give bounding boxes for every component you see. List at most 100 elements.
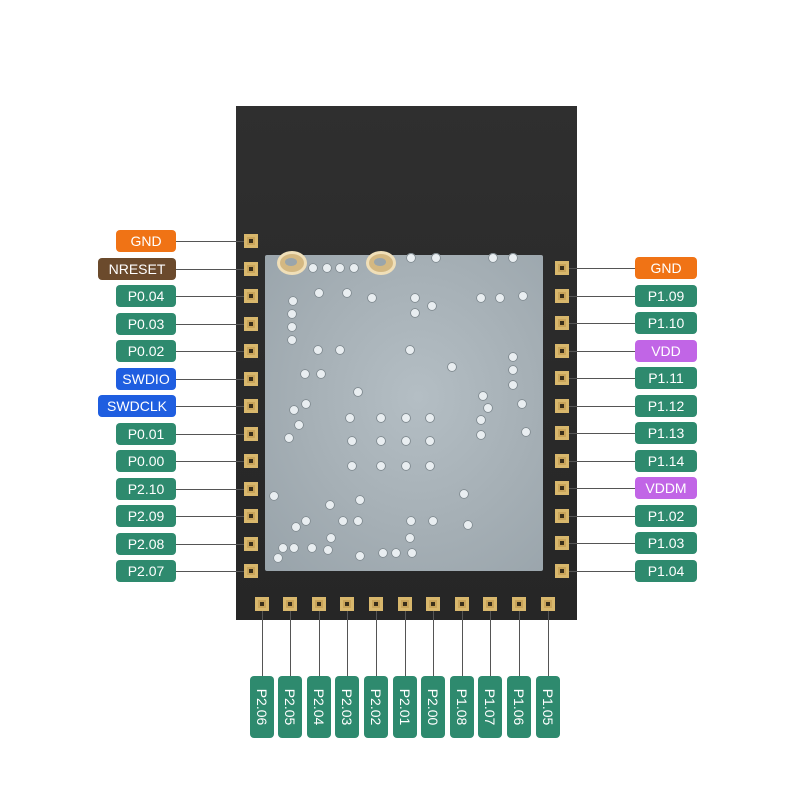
pin-label-right: P1.10 — [635, 312, 697, 334]
via — [406, 253, 416, 263]
via — [335, 345, 345, 355]
pin-label-left: GND — [116, 230, 176, 252]
pin-lead-bottom — [518, 611, 520, 676]
pin-lead-left — [176, 433, 244, 435]
pin-pad-left — [244, 564, 258, 578]
pin-pad-bottom — [311, 597, 326, 611]
pin-label-left: P2.10 — [116, 477, 176, 500]
pin-label-bottom-text: P1.05 — [539, 688, 556, 726]
via — [376, 413, 386, 423]
via — [463, 520, 473, 530]
via — [342, 288, 352, 298]
pin-pad-left — [244, 509, 258, 523]
pin-label-bottom-text: P2.01 — [396, 688, 413, 726]
pin-label-bottom-text: P2.04 — [310, 688, 327, 726]
pin-pad-left — [244, 261, 258, 276]
via — [323, 545, 333, 555]
pin-pad-bottom — [340, 597, 355, 611]
pin-label-right: P1.03 — [635, 532, 697, 554]
via — [425, 461, 435, 471]
pin-label-right: VDDM — [635, 477, 697, 499]
pin-lead-right — [569, 515, 635, 517]
pin-lead-right — [569, 350, 635, 352]
via — [338, 516, 348, 526]
via — [521, 427, 531, 437]
via — [291, 522, 301, 532]
via — [401, 461, 411, 471]
pin-label-left: P2.09 — [116, 505, 176, 527]
pin-label-left: NRESET — [98, 257, 176, 280]
via — [287, 322, 297, 332]
pin-lead-left — [176, 351, 244, 352]
pin-pad-right — [555, 371, 569, 385]
pin-pad-left — [244, 234, 258, 248]
pin-lead-right — [569, 543, 635, 544]
via — [345, 413, 355, 423]
pin-label-bottom-text: P1.07 — [482, 688, 499, 726]
pin-label-right: P1.09 — [635, 284, 697, 307]
pin-label-bottom-text: P2.02 — [367, 688, 384, 726]
pin-lead-left — [176, 296, 244, 297]
pin-pad-right — [555, 343, 569, 358]
pin-lead-bottom — [290, 611, 292, 676]
via — [349, 263, 359, 273]
pin-lead-right — [569, 433, 635, 434]
pin-label-bottom: P2.01 — [392, 676, 417, 738]
pin-pad-right — [555, 426, 569, 440]
pin-pad-left — [244, 454, 258, 468]
pin-pad-right — [555, 398, 569, 413]
pin-lead-bottom — [318, 611, 320, 676]
pin-pad-bottom — [426, 597, 441, 611]
pin-lead-bottom — [547, 611, 549, 676]
pin-lead-left — [176, 406, 244, 407]
pin-pad-bottom — [540, 597, 555, 611]
pin-label-right: P1.14 — [635, 449, 697, 472]
via — [300, 369, 310, 379]
via — [495, 293, 505, 303]
via — [410, 293, 420, 303]
via — [347, 436, 357, 446]
via — [478, 391, 488, 401]
pin-lead-bottom — [261, 611, 263, 676]
pin-label-bottom-text: P2.00 — [425, 688, 442, 726]
via — [288, 296, 298, 306]
via — [518, 291, 528, 301]
via — [401, 436, 411, 446]
pin-lead-right — [569, 323, 635, 324]
pin-label-bottom-text: P1.08 — [453, 688, 470, 726]
pin-label-bottom: P2.02 — [363, 676, 388, 738]
pin-label-bottom-text: P1.06 — [510, 688, 527, 726]
pin-label-left: P0.04 — [116, 285, 176, 307]
via — [287, 335, 297, 345]
via — [355, 551, 365, 561]
pin-label-bottom-text: P2.06 — [253, 688, 270, 726]
via — [284, 433, 294, 443]
via — [391, 548, 401, 558]
pin-pad-bottom — [368, 597, 383, 611]
via — [405, 345, 415, 355]
via — [476, 293, 486, 303]
pin-label-bottom-text: P2.03 — [339, 688, 356, 726]
via — [326, 533, 336, 543]
pin-label-right: P1.11 — [635, 367, 697, 389]
pin-lead-left — [176, 488, 244, 490]
pin-lead-left — [176, 461, 244, 462]
pin-lead-bottom — [461, 611, 463, 676]
pin-label-bottom: P1.05 — [535, 676, 560, 738]
pin-lead-right — [569, 405, 635, 407]
pin-pad-bottom — [397, 597, 412, 611]
pin-pad-right — [555, 261, 569, 275]
pin-pad-left — [244, 371, 258, 386]
pin-pad-right — [555, 453, 569, 468]
via — [508, 253, 518, 263]
pin-label-right: VDD — [635, 339, 697, 362]
pin-lead-left — [176, 516, 244, 517]
via — [353, 516, 363, 526]
pin-pad-right — [555, 536, 569, 550]
via — [289, 405, 299, 415]
pin-label-bottom: P2.06 — [249, 676, 274, 738]
via — [313, 345, 323, 355]
pin-label-bottom: P2.05 — [278, 676, 303, 738]
via — [278, 543, 288, 553]
